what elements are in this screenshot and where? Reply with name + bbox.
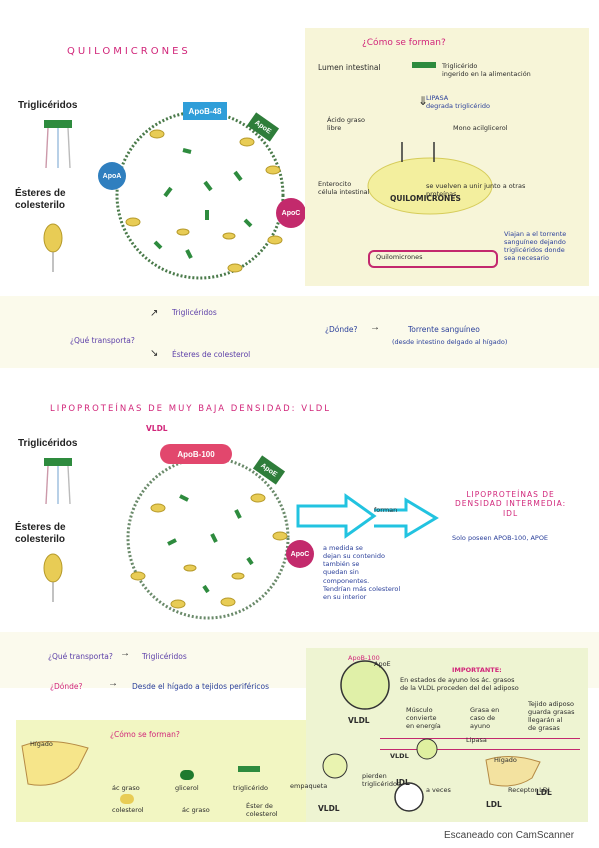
- vldl-small-icon: [322, 753, 348, 779]
- down-arrow-icon: ⇓: [418, 94, 429, 108]
- liver-label: Hígado: [30, 740, 53, 748]
- chylomicron-notes-panel: [305, 28, 589, 286]
- vldl-triglycerides: Triglicéridos: [142, 652, 187, 661]
- vldl-what-transports: ¿Qué transporta?: [48, 652, 113, 661]
- fatty-acid-label: ác graso: [112, 784, 140, 792]
- idl-particle: [394, 782, 424, 812]
- vldl-triglycerides-label: Triglicéridos: [18, 438, 78, 449]
- apoc-badge: ApoC: [276, 198, 306, 228]
- lumen-label: Lumen intestinal: [318, 63, 381, 72]
- vldl-apoc-badge: ApoC: [286, 540, 314, 568]
- triglyceride-result-icon: [238, 766, 260, 772]
- transported-triglycerides: Triglicéridos: [172, 308, 217, 317]
- triglyceride-icon: [44, 120, 72, 169]
- liver-icon: [21, 740, 89, 786]
- triglycerides-label: Triglicéridos: [18, 100, 78, 111]
- section3-title: LIPOPROTEÍNAS DE MUY BAJA DENSIDAD: VLDL: [50, 404, 332, 414]
- section1-question: ¿Cómo se forman?: [362, 38, 446, 48]
- pathway-vessel: [380, 738, 580, 750]
- monoacylglycerol: Mono acilglicerol: [453, 124, 508, 132]
- idl-subtitle: Solo poseen APOB-100, APOE: [452, 534, 549, 542]
- vessel-vldl-label: VLDL: [390, 752, 409, 760]
- pathway-liver-label: Hígado: [494, 756, 517, 764]
- bloodstream: Torrente sanguíneo: [408, 325, 480, 334]
- free-fatty-acid: Ácido graso libre: [327, 116, 366, 133]
- vessel-chylomicron: Quilomicrones: [376, 253, 423, 261]
- pathway-apoe: ApoE: [374, 660, 391, 668]
- vldl-arrow-icon: →: [120, 648, 130, 659]
- liver-to-tissues: Desde el hígado a tejidos periféricos: [132, 682, 269, 691]
- vldl-small-label: VLDL: [318, 804, 340, 813]
- vldl-where-arrow-icon: →: [108, 678, 118, 689]
- formation-question: ¿Cómo se forman?: [110, 730, 180, 739]
- vldl-triglyceride-icon: [44, 458, 72, 505]
- section2-band: [0, 296, 599, 368]
- lose-triglycerides: pierden triglicéridos: [362, 772, 401, 789]
- adipose-text: Tejido adiposo guarda grasas llegarán al…: [528, 700, 575, 733]
- cholesteryl-ester-icon: [43, 223, 63, 272]
- rejoin-text: se vuelven a unir junto a otras proteína…: [426, 182, 526, 199]
- pathway-liver-icon: [485, 756, 541, 787]
- fatty-acid-label-2: ác graso: [182, 806, 210, 814]
- arrow-right-icon: →: [370, 322, 380, 333]
- vldl-pathway-particle: [340, 660, 390, 710]
- ldl-label-2: LDL: [536, 788, 552, 797]
- ldl-receptor: Receptor LDL: [508, 786, 552, 794]
- chylomicron-diagram: [115, 110, 285, 280]
- enterocyte-label: Enterocito célula intestinal: [318, 180, 370, 197]
- triglyceride-result: triglicérido: [233, 784, 268, 792]
- vldl-ester-label: Ésteres de colesterilo: [15, 522, 66, 545]
- apoa-badge: ApoA: [98, 162, 126, 190]
- packages-label: empaqueta: [290, 782, 328, 790]
- lipase-text: LIPASA degrada triglicérido: [426, 94, 491, 111]
- important-label: IMPORTANTE:: [452, 666, 502, 674]
- formation-arrow-icon: [296, 493, 439, 539]
- cholesterol-icon: [120, 794, 134, 804]
- idl-title: LIPOPROTEÍNAS DE DENSIDAD INTERMEDIA: ID…: [455, 490, 567, 518]
- blood-vessel: [368, 250, 498, 268]
- pathway-apob100: ApoB-100: [348, 654, 380, 662]
- ingested-triglyceride: Triglicérido ingerido en la alimentación: [442, 62, 531, 79]
- lipase-label: Lipasa: [466, 736, 487, 744]
- cholesterol-label: colesterol: [112, 806, 144, 814]
- what-transports-question: ¿Qué transporta?: [70, 336, 135, 345]
- content-text: a medida se dejan su contenido también s…: [323, 544, 401, 601]
- arrow-label: forman: [374, 506, 398, 514]
- glycerol-label: glicerol: [175, 784, 199, 792]
- idl-label: IDL: [396, 778, 410, 787]
- pathway-vldl-label: VLDL: [348, 716, 370, 725]
- ester-result: Éster de colesterol: [246, 802, 278, 819]
- scanner-watermark: Escaneado con CamScanner: [444, 830, 575, 841]
- travel-text: Viajan a el torrente sanguíneo dejando t…: [504, 230, 567, 263]
- glycerol-icon: [180, 770, 194, 780]
- apob48-badge: ApoB-48: [183, 102, 227, 120]
- where-question: ¿Dónde?: [325, 325, 358, 334]
- muscle-text: Músculo convierte en energía: [406, 706, 441, 731]
- arrow-up-icon: ↗: [150, 308, 159, 319]
- section1-title: QUILOMICRONES: [67, 46, 191, 57]
- from-intestine: (desde intestino delgado al hígado): [392, 338, 508, 346]
- chylomicron-label: QUILOMICRONES: [390, 194, 461, 203]
- vldl-vessel-particle: [416, 738, 438, 760]
- transported-esters: Ésteres de colesterol: [172, 350, 251, 359]
- enterocyte-cell: [367, 142, 493, 215]
- ldl-label: LDL: [486, 800, 502, 809]
- triglyceride-mini-icon: [412, 62, 436, 68]
- vldl-ester-icon: [43, 553, 63, 602]
- sometimes-label: a veces: [426, 786, 451, 794]
- important-text: En estados de ayuno los ác. grasos de la…: [400, 676, 519, 693]
- fat-fasting-text: Grasa en caso de ayuno: [470, 706, 500, 731]
- arrow-down-icon: ↘: [150, 348, 159, 359]
- vldl-where: ¿Dónde?: [50, 682, 83, 691]
- cholesteryl-ester-label: Ésteres de colesterilo: [15, 188, 66, 211]
- vldl-tag: VLDL: [146, 424, 168, 433]
- apob100-badge: ApoB-100: [160, 444, 232, 464]
